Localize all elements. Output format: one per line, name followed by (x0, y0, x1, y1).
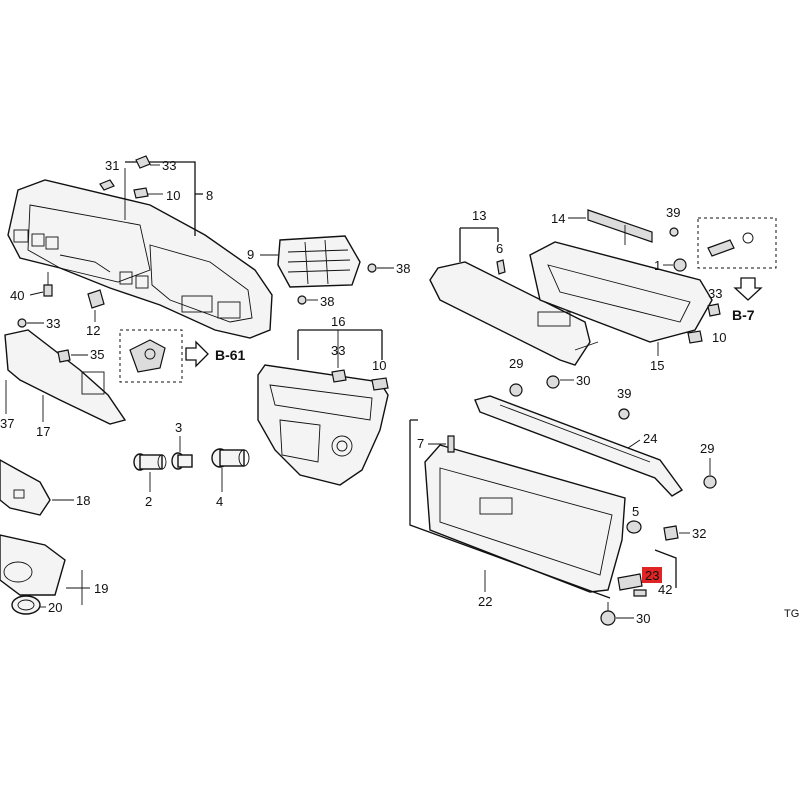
lower-cover-part (4, 329, 127, 425)
callout-39-a: 39 (666, 205, 680, 220)
screw-38-a (367, 263, 377, 273)
callout-30-a: 30 (576, 373, 590, 388)
callout-23: 23 (645, 568, 659, 583)
screw-30-a (546, 375, 560, 389)
callout-4: 4 (216, 494, 223, 509)
callout-20: 20 (48, 600, 62, 615)
clip-33-c (331, 369, 347, 383)
lamp-assembly (707, 232, 754, 257)
callout-2: 2 (145, 494, 152, 509)
lamp-assembly-box (697, 217, 777, 269)
screw-30-b (600, 602, 616, 626)
callout-38-b: 38 (320, 294, 334, 309)
glove-box-door-part (424, 444, 626, 593)
clip-32 (663, 525, 679, 541)
screw-29-a (509, 383, 523, 397)
arrow-to-b61 (185, 340, 209, 368)
screw-29-b (703, 475, 717, 489)
knob-4 (211, 448, 250, 468)
pin-7 (447, 435, 455, 453)
callout-22: 22 (478, 594, 492, 609)
ref-b-7: B-7 (732, 307, 755, 323)
arrow-to-b7 (733, 277, 763, 301)
knob-2 (133, 453, 167, 471)
callout-10-c: 10 (712, 330, 726, 345)
knob-3 (171, 452, 193, 470)
callout-5: 5 (632, 504, 639, 519)
switch-assembly-box (119, 329, 183, 383)
center-panel-part (257, 364, 389, 486)
air-vent-part (277, 235, 361, 288)
hinge-strip-part (474, 395, 684, 497)
screw-38-b (297, 295, 307, 305)
callout-3: 3 (175, 420, 182, 435)
screw-39-b (618, 408, 630, 420)
callout-19: 19 (94, 581, 108, 596)
side-panel-part (0, 459, 51, 516)
callout-7: 7 (417, 436, 424, 451)
callout-39-b: 39 (617, 386, 631, 401)
bracket-23 (654, 549, 677, 588)
callout-33-c: 33 (331, 343, 345, 358)
callout-29-b: 29 (700, 441, 714, 456)
ring-20 (11, 595, 41, 615)
switch-assembly (129, 339, 166, 373)
clip-33-d (707, 303, 721, 317)
screw-6 (496, 259, 506, 275)
callout-10-b: 10 (372, 358, 386, 373)
callout-18: 18 (76, 493, 90, 508)
screw-39-a (669, 227, 679, 237)
screw-42 (633, 589, 647, 597)
bracket-13 (459, 227, 499, 262)
callout-29-a: 29 (509, 356, 523, 371)
clip-10-c (687, 330, 703, 344)
clip-33-b (17, 318, 27, 328)
clip-10-a (133, 187, 149, 199)
dashboard-panel-part (7, 179, 273, 339)
callout-32: 32 (692, 526, 706, 541)
diagram-code: TG (784, 608, 799, 620)
clip-35 (57, 349, 71, 363)
callout-15: 15 (650, 358, 664, 373)
callout-35: 35 (90, 347, 104, 362)
clip-10-b (371, 377, 389, 391)
callout-33-b: 33 (46, 316, 60, 331)
callout-17: 17 (36, 424, 50, 439)
callout-31: 31 (105, 158, 119, 173)
callout-9: 9 (247, 247, 254, 262)
callout-10-a: 10 (166, 188, 180, 203)
callout-33-d: 33 (708, 286, 722, 301)
callout-40: 40 (10, 288, 24, 303)
clip-1 (673, 258, 687, 272)
callout-42: 42 (658, 582, 672, 597)
callout-12: 12 (86, 323, 100, 338)
clip-12 (87, 289, 105, 309)
callout-13: 13 (472, 208, 486, 223)
bracket-16 (297, 329, 383, 360)
callout-14: 14 (551, 211, 565, 226)
callout-8: 8 (206, 188, 213, 203)
clip-33-a (135, 155, 151, 169)
column-cover-part (0, 534, 66, 596)
bracket-14-part (587, 209, 653, 245)
callout-24: 24 (643, 431, 657, 446)
callout-37: 37 (0, 416, 14, 431)
bolt-40 (43, 272, 53, 297)
callout-1: 1 (654, 258, 661, 273)
upper-box-part (529, 241, 713, 343)
bumper-5 (626, 520, 642, 534)
upper-lid-part (429, 261, 599, 366)
callout-33-a: 33 (162, 158, 176, 173)
callout-38-a: 38 (396, 261, 410, 276)
callout-30-b: 30 (636, 611, 650, 626)
bracket-22 (409, 419, 611, 599)
ref-b-61: B-61 (215, 347, 246, 363)
callout-16: 16 (331, 314, 345, 329)
callout-23-highlight (642, 567, 662, 583)
callout-6: 6 (496, 241, 503, 256)
screw-31 (99, 179, 115, 191)
latch-23 (617, 573, 643, 591)
